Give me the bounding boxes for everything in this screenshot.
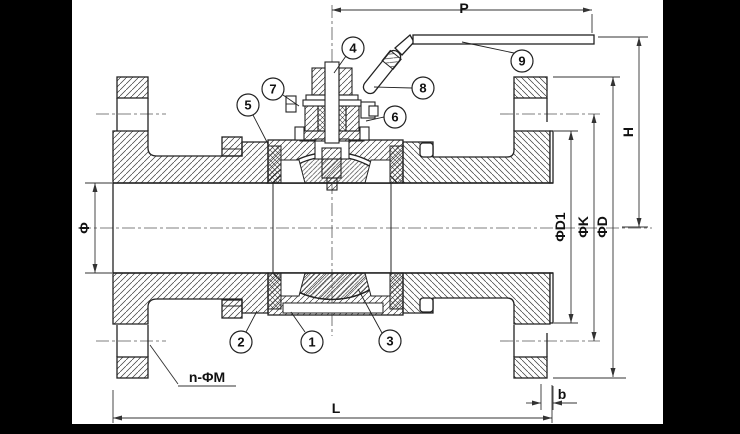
left-flange-top-rim [116,76,149,99]
gasket-bottom-right [389,272,404,310]
callout-3-number: 3 [386,334,393,349]
arrow [583,7,592,13]
dimension-phi-d [553,76,626,379]
gasket-top-left [267,145,282,184]
right-flange-raised-face-bottom [549,272,554,324]
callout-9-number: 9 [518,54,525,69]
dim-label-p: P [459,0,468,16]
right-cap-bolt-bottom [419,297,434,313]
stem-tang-nub [326,177,338,191]
dimension-p [332,7,593,33]
callout-8-number: 8 [419,81,426,96]
callout-7: 7 [261,77,300,107]
stem-assembly [285,61,379,191]
packing-left [317,105,326,132]
left-cap-bolt-bottom [221,299,243,319]
dimension-phi-bore [85,182,112,274]
left-flange-top-bolt-hole [116,98,149,131]
stem-shaft [324,61,340,144]
gasket-top-right [389,145,404,184]
stem-nut-right [338,67,353,96]
stem-nut-left [311,67,326,96]
right-flange-bottom-bolt-hole [513,325,548,357]
dimension-annotations [85,7,648,423]
callout-6-number: 6 [391,110,398,125]
dim-label-phi-k: ΦK [575,216,591,238]
gasket-bottom-left [267,272,282,310]
right-flange-top-bolt-hole [513,98,548,131]
right-flange-top-rim [513,76,548,99]
dim-label-phi-d: ΦD [594,216,610,238]
bonnet-bolt-left [294,126,305,141]
dim-label-b: b [558,386,567,402]
dimension-labels: P H ΦD ΦK ΦD1 Φ L b n-ΦM [76,0,636,416]
callout-4: 4 [333,36,365,74]
packing-right [338,105,347,132]
left-body-upper-section [112,130,269,184]
dim-label-bolt-holes: n-ΦM [189,369,225,385]
handle-ferrule [381,49,402,71]
callout-7-number: 7 [269,82,276,97]
dim-label-phi-bore: Φ [76,222,92,234]
right-flange-bottom-rim [513,356,548,379]
dimension-phi-d1 [554,130,578,324]
stem-tang [321,147,342,179]
callout-2-number: 2 [237,335,244,350]
bonnet-bolt-right [359,126,370,141]
dim-label-phi-d1: ΦD1 [552,212,568,242]
callout-8: 8 [373,76,435,100]
letterbox-left [0,0,72,434]
left-flange-bottom-bolt-hole [116,325,149,357]
dimension-phi-k [591,114,597,341]
part-callouts: 1 2 3 4 5 6 7 [229,36,534,354]
dimension-h [598,36,648,228]
callout-3: 3 [357,288,402,353]
left-flange-bottom-rim [116,356,149,379]
left-cap-bolt-top [221,136,243,157]
callout-1-number: 1 [308,335,315,350]
dimension-b [526,384,577,410]
seat-retainer-plate [282,302,384,314]
callout-4-number: 4 [349,41,357,56]
callout-1: 1 [290,311,324,354]
bolt-hole-callout-leader [149,344,236,387]
callout-6: 6 [365,105,407,129]
left-body-lower-section [112,272,269,325]
right-body-lower-section [402,272,551,325]
callout-9: 9 [461,41,534,73]
letterbox-bottom [0,424,740,434]
dimension-l [112,385,553,423]
handle-stop-bracket [360,101,379,119]
bonnet-column-left [304,103,319,132]
dim-label-h: H [620,127,636,137]
bonnet-column-right [345,103,360,132]
right-cap-bolt-top [419,142,434,158]
handle-lever [362,33,595,95]
callout-5-number: 5 [244,98,251,113]
letterbox-right [663,0,740,434]
dim-label-l: L [332,400,341,416]
right-flange-raised-face-top [549,130,554,184]
handle-bar [412,34,595,45]
arrow [332,7,341,13]
callout-2: 2 [229,310,258,354]
callout-5: 5 [236,93,269,145]
